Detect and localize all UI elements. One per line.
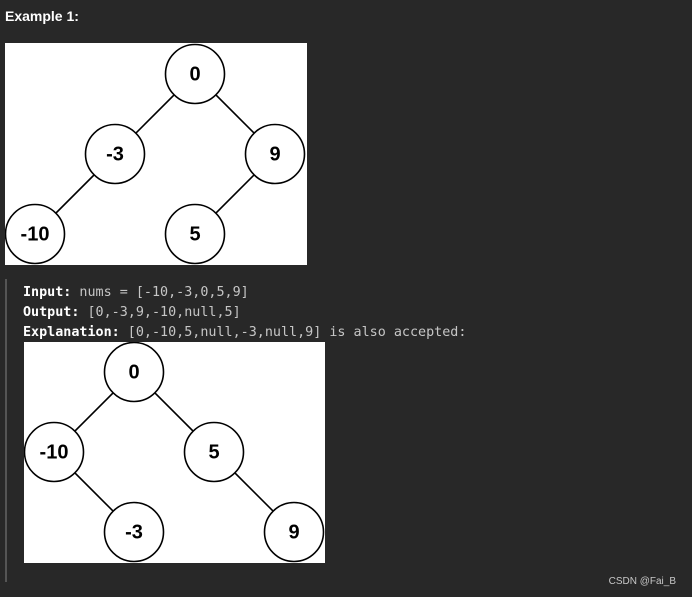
blockquote-bar — [5, 279, 7, 582]
tree-node — [24, 421, 85, 483]
output-line: Output: [0,-3,9,-10,null,5] — [23, 303, 466, 323]
tree-diagram-svg: 0 -10 5 -3 9 — [24, 342, 325, 563]
tree-node — [103, 342, 165, 403]
watermark: CSDN @Fai_B — [608, 576, 676, 587]
tree-node-label: -10 — [40, 441, 69, 463]
explanation-label: Explanation: — [23, 325, 120, 340]
tree-diagram-output: 0 -3 9 -10 5 — [5, 43, 307, 265]
tree-node — [164, 43, 226, 105]
tree-node — [5, 203, 66, 265]
tree-node-label: 5 — [189, 223, 200, 245]
example-heading: Example 1: — [5, 8, 79, 24]
output-value: [0,-3,9,-10,null,5] — [79, 305, 241, 320]
tree-diagram-svg: 0 -3 9 -10 5 — [5, 43, 306, 265]
tree-node-label: 9 — [269, 143, 280, 165]
tree-diagram-alternative: 0 -10 5 -3 9 — [24, 342, 325, 563]
tree-node — [244, 123, 306, 185]
output-label: Output: — [23, 305, 80, 320]
tree-node — [263, 501, 325, 563]
explanation-value: [0,-10,5,null,-3,null,9] is also accepte… — [119, 325, 467, 340]
tree-node-label: 9 — [288, 521, 299, 543]
tree-node — [164, 203, 226, 265]
tree-node-label: -10 — [21, 223, 50, 245]
tree-node-label: 5 — [208, 441, 219, 463]
tree-node-label: 0 — [189, 63, 200, 85]
tree-node-label: -3 — [125, 521, 143, 543]
tree-node — [103, 501, 165, 563]
input-value: nums = [-10,-3,0,5,9] — [71, 285, 249, 300]
tree-node — [183, 421, 245, 483]
example-io-block: Input: nums = [-10,-3,0,5,9]Output: [0,-… — [23, 283, 466, 343]
tree-node-label: 0 — [128, 361, 139, 383]
input-line: Input: nums = [-10,-3,0,5,9] — [23, 283, 466, 303]
tree-node — [84, 123, 146, 185]
explanation-line: Explanation: [0,-10,5,null,-3,null,9] is… — [23, 323, 466, 343]
tree-node-label: -3 — [106, 143, 124, 165]
input-label: Input: — [23, 285, 72, 300]
